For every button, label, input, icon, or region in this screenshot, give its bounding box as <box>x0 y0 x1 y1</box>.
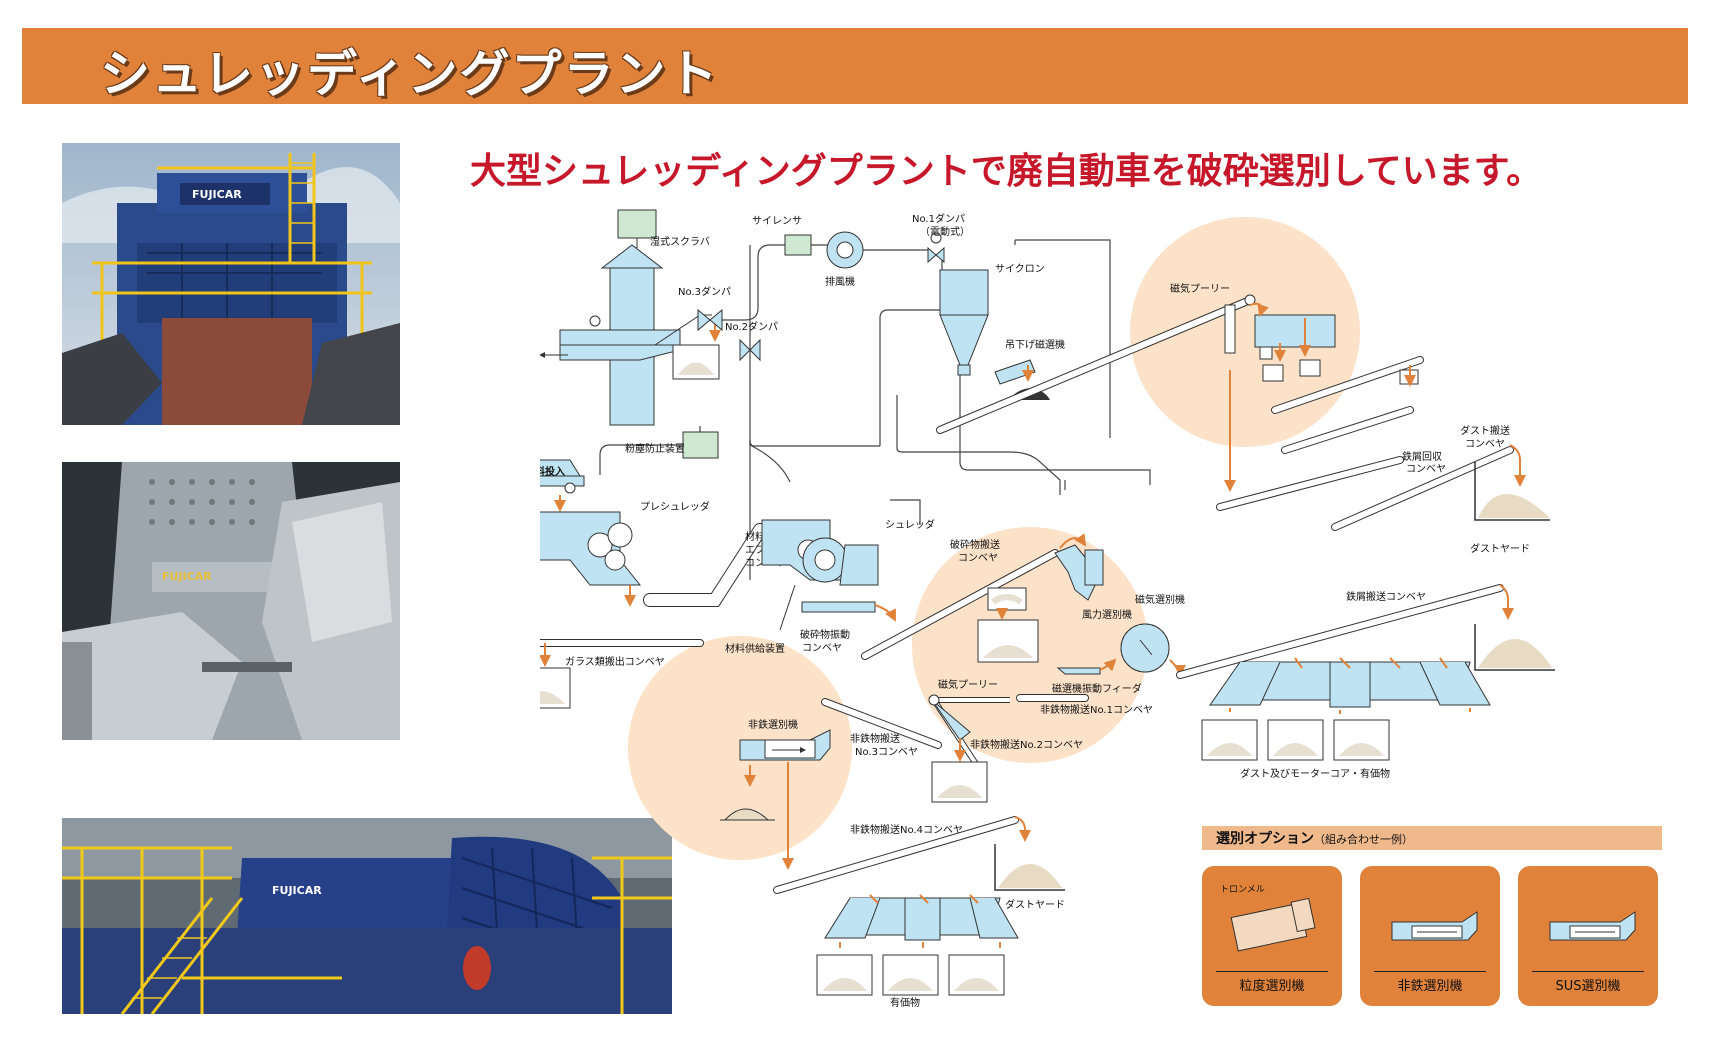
svg-text:No.3ダンパ: No.3ダンパ <box>678 285 731 298</box>
nonferrous-separator: 非鉄選別機 <box>720 718 831 870</box>
page-title: シュレッディングプラント <box>100 45 720 103</box>
svg-text:排風機: 排風機 <box>825 275 855 288</box>
crushed-material-conveyor: 破砕物搬送 コンベヤ <box>861 538 1059 660</box>
svg-text:コンベヤ: コンベヤ <box>1406 463 1446 475</box>
dust-conveyor: ダスト搬送 コンベヤ <box>1216 424 1526 531</box>
svg-text:ダストヤード: ダストヤード <box>1005 898 1065 911</box>
dust-prevention-device: 粉塵防止装置 <box>625 431 719 459</box>
pre-shredder: プレシュレッダ <box>540 500 710 607</box>
label-scrubber: 湿式スクラバ <box>650 235 710 248</box>
shredder: シュレッダ 材料供給装置 <box>725 518 935 655</box>
magnetic-vibrating-feeder: 磁選機振動フィーダ <box>1052 658 1142 695</box>
highlight-areas <box>628 217 1360 860</box>
silencer: サイレンサ <box>752 215 812 256</box>
damper-no3: No.3ダンパ <box>678 285 731 332</box>
svg-text:破砕物振動: 破砕物振動 <box>800 628 850 641</box>
svg-text:吊下げ磁選機: 吊下げ磁選機 <box>1005 338 1065 351</box>
svg-text:鉄屑搬送コンベヤ: 鉄屑搬送コンベヤ <box>1346 590 1426 603</box>
svg-text:風力選別機: 風力選別機 <box>1082 608 1132 621</box>
mid-magnetic-pulley: 磁気プーリー 非鉄物搬送No.2コンベヤ <box>928 678 1083 803</box>
options-subtitle: （組み合わせ一例） <box>1314 833 1413 846</box>
material-feed-apron-conveyor: 材料供給 エプロン コンベヤ <box>643 523 785 607</box>
valuables-sorting: 有価物 <box>816 894 1019 1009</box>
material-input-car: 材料投入 <box>540 459 585 512</box>
crushed-vibrating-conveyor: 破砕物振動 コンベヤ <box>800 601 896 654</box>
nonferrous-no1-conveyor: 非鉄物搬送No.1コンベヤ <box>1016 694 1153 716</box>
air-separator: 風力選別機 <box>977 533 1132 663</box>
photo-shredder-wide: FUJICAR <box>62 818 672 1014</box>
svg-text:コンベヤ: コンベヤ <box>802 642 842 654</box>
svg-text:材料投入: 材料投入 <box>540 465 565 478</box>
option-card-sus-sorter: SUS選別機 <box>1518 866 1658 1006</box>
options-header: 選別オプション（組み合わせ一例） <box>1202 826 1662 850</box>
svg-text:ダストヤード: ダストヤード <box>1470 542 1530 555</box>
svg-text:非鉄物搬送No.4コンベヤ: 非鉄物搬送No.4コンベヤ <box>850 823 963 836</box>
svg-text:コンベヤ: コンベヤ <box>958 552 998 564</box>
glass-conveyor: ガラス類搬出コンベヤ <box>540 639 704 709</box>
iron-recovery-conveyor: 鉄屑回収 コンベヤ <box>1224 356 1446 492</box>
svg-text:磁選機振動フィーダ: 磁選機振動フィーダ <box>1052 682 1142 695</box>
headline: 大型シュレッディングプラントで廃自動車を破砕選別しています。 <box>470 151 1543 192</box>
svg-text:非鉄物搬送No.1コンベヤ: 非鉄物搬送No.1コンベヤ <box>1040 703 1153 716</box>
svg-text:材料供給装置: 材料供給装置 <box>725 642 785 655</box>
svg-text:磁気選別機: 磁気選別機 <box>1135 593 1185 606</box>
svg-text:有価物: 有価物 <box>890 996 920 1009</box>
svg-text:破砕物搬送: 破砕物搬送 <box>950 538 1000 551</box>
option-card-size-sorter: トロンメル 粒度選別機 <box>1202 866 1342 1006</box>
title-banner: シュレッディングプラント <box>22 28 1688 104</box>
svg-text:コンベヤ: コンベヤ <box>1465 438 1505 450</box>
option-tag-trommel: トロンメル <box>1220 885 1265 895</box>
svg-text:ダスト搬送: ダスト搬送 <box>1460 424 1510 437</box>
option-label-nonferrous-sorter: 非鉄選別機 <box>1397 979 1463 994</box>
top-magnetic-pulley-conveyor: 磁気プーリー <box>936 282 1336 434</box>
photo-brand-3: FUJICAR <box>272 884 322 897</box>
svg-text:No.2ダンパ: No.2ダンパ <box>725 320 778 333</box>
svg-text:ダスト及びモーターコア・有価物: ダスト及びモーターコア・有価物 <box>1240 767 1390 780</box>
svg-text:プレシュレッダ: プレシュレッダ <box>640 500 710 513</box>
option-card-nonferrous-sorter: 非鉄選別機 <box>1360 866 1500 1006</box>
photo-plant-exterior: FUJICAR <box>62 143 400 425</box>
option-label-size-sorter: 粒度選別機 <box>1239 979 1305 994</box>
svg-text:磁気プーリー: 磁気プーリー <box>1170 282 1230 295</box>
svg-text:シュレッダ: シュレッダ <box>885 518 935 531</box>
svg-text:粉塵防止装置: 粉塵防止装置 <box>625 442 685 455</box>
svg-text:サイレンサ: サイレンサ <box>752 215 802 227</box>
photo-brand-2: FUJICAR <box>162 570 212 583</box>
svg-text:非鉄物搬送: 非鉄物搬送 <box>850 732 900 745</box>
svg-text:鉄屑回収: 鉄屑回収 <box>1402 450 1442 463</box>
dust-yard-bottom: ダストヤード <box>994 844 1065 911</box>
svg-text:非鉄物搬送No.2コンベヤ: 非鉄物搬送No.2コンベヤ <box>970 738 1083 751</box>
duct-lines <box>599 239 1151 580</box>
dust-motor-sorting: ダスト及びモーターコア・有価物 <box>1201 657 1491 780</box>
svg-text:非鉄選別機: 非鉄選別機 <box>748 718 798 731</box>
exhaust-fan: 排風機 <box>825 231 864 288</box>
options-title: 選別オプション <box>1216 831 1314 847</box>
damper-no1: No.1ダンパ （電動式） <box>912 212 970 264</box>
svg-text:サイクロン: サイクロン <box>995 263 1045 275</box>
dust-yard-top: ダストヤード <box>1470 462 1550 555</box>
process-flow-diagram: 湿式スクラバ No.3ダンパ No.2ダンパ No.1ダンパ （電動式） サイレ… <box>540 209 1555 1009</box>
photo-shredder-machine: FUJICAR <box>62 462 400 740</box>
damper-no2: No.2ダンパ <box>725 320 778 362</box>
cyclone: サイクロン <box>939 263 1045 376</box>
option-label-sus-sorter: SUS選別機 <box>1555 979 1621 994</box>
wet-scrubber: 湿式スクラバ <box>540 209 721 426</box>
svg-text:No.1ダンパ: No.1ダンパ <box>912 212 965 225</box>
svg-text:No.3コンベヤ: No.3コンベヤ <box>855 746 918 758</box>
nonferrous-no3-conveyor: 非鉄物搬送 No.3コンベヤ <box>821 698 942 758</box>
iron-transport-conveyor: 鉄屑搬送コンベヤ <box>1176 584 1555 679</box>
nonferrous-no4-conveyor: 非鉄物搬送No.4コンベヤ <box>773 816 1031 894</box>
svg-text:（電動式）: （電動式） <box>920 225 970 238</box>
svg-text:ガラス類搬出コンベヤ: ガラス類搬出コンベヤ <box>565 655 665 668</box>
photo-brand-1: FUJICAR <box>192 188 242 201</box>
svg-text:磁気プーリー: 磁気プーリー <box>938 678 998 691</box>
